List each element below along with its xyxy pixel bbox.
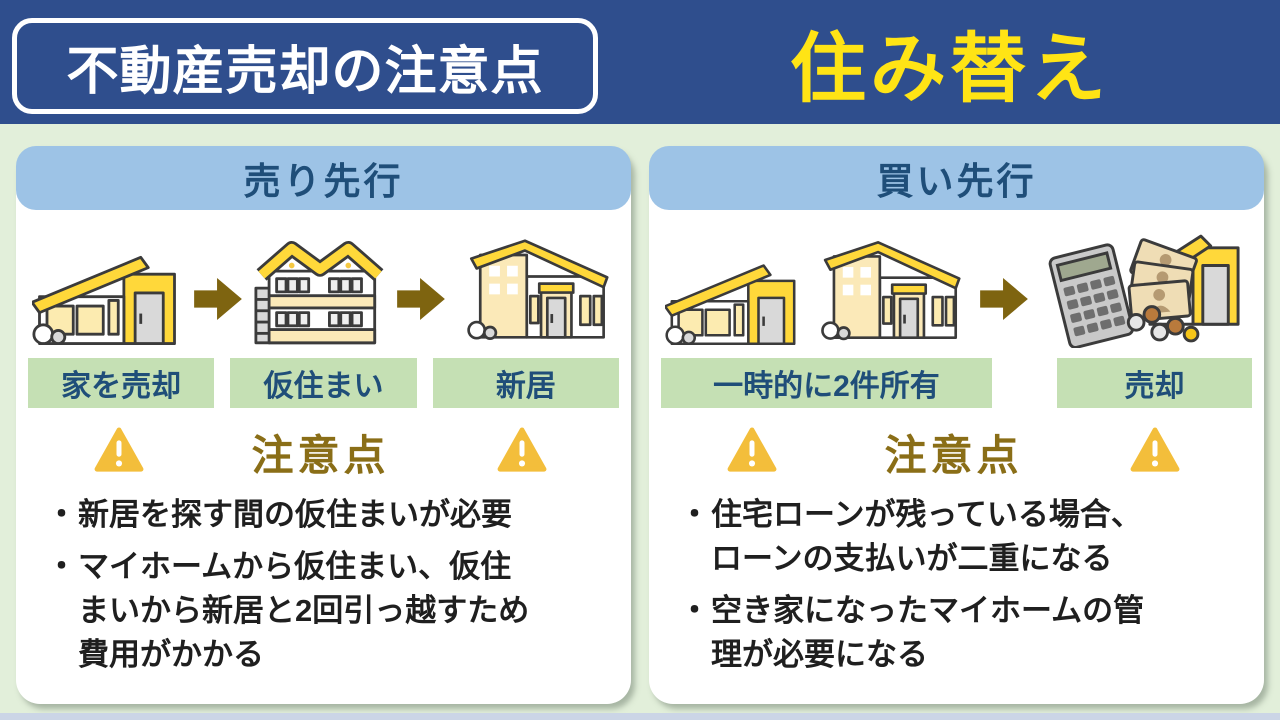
- page-title: 住み替え: [790, 27, 1110, 112]
- step-label-sell-house: 家を売却: [28, 358, 215, 408]
- caution-item: ・ 新居を探す間の仮住まいが必要: [46, 497, 512, 532]
- temporary-housing-icon: [253, 232, 386, 348]
- subtitle-text: 不動産売却の注意点: [66, 42, 544, 101]
- arrow-right-icon: [397, 278, 446, 320]
- sell-first-flow: [16, 210, 631, 348]
- calculator-money-sale-icon: [1046, 230, 1242, 348]
- caution-title: 注意点: [884, 432, 1023, 479]
- step-label-sell: 売却: [1056, 358, 1252, 408]
- warning-triangle-icon: [727, 427, 777, 478]
- sell-first-step-labels: 家を売却 仮住まい 新居: [16, 348, 631, 408]
- subtitle-box: 不動産売却の注意点: [12, 18, 598, 114]
- caution-item: ・ 住宅ローンが残っている場合、ローンの支払いが二重になる: [679, 497, 1142, 577]
- header-bar: 不動産売却の注意点 住み替え: [0, 0, 1280, 124]
- caution-title: 注意点: [251, 432, 390, 479]
- buy-first-caution-heading: 注意点: [649, 408, 1264, 483]
- step-label-temporary-housing: 仮住まい: [230, 358, 417, 408]
- warning-triangle-icon: [1130, 427, 1180, 478]
- panel-buy-first-title: 買い先行: [649, 146, 1264, 210]
- buy-first-flow: [649, 210, 1264, 348]
- step-label-new-home: 新居: [432, 358, 619, 408]
- bottom-strip: [0, 713, 1280, 720]
- new-home-icon: [457, 230, 609, 348]
- sell-first-caution-heading: 注意点: [16, 408, 631, 483]
- panels-container: 売り先行: [16, 146, 1264, 704]
- warning-triangle-icon: [497, 427, 547, 478]
- warning-triangle-icon: [94, 427, 144, 478]
- step-label-own-two: 一時的に2件所有: [661, 358, 992, 408]
- sell-first-caution-list: ・ 新居を探す間の仮住まいが必要 ・ マイホームから仮住まい、仮住まいから新居と…: [16, 493, 631, 677]
- caution-item: ・ 空き家になったマイホームの管理が必要になる: [679, 593, 1145, 673]
- buy-first-caution-list: ・ 住宅ローンが残っている場合、ローンの支払いが二重になる ・ 空き家になったマ…: [649, 493, 1264, 677]
- house-to-sell-icon: [32, 236, 182, 348]
- panel-buy-first: 買い先行: [649, 146, 1264, 704]
- two-houses-owned-icon: [665, 232, 961, 348]
- panel-sell-first-title: 売り先行: [16, 146, 631, 210]
- arrow-right-icon: [979, 278, 1028, 320]
- buy-first-step-labels: 一時的に2件所有 売却: [649, 348, 1264, 408]
- panel-sell-first: 売り先行: [16, 146, 631, 704]
- arrow-right-icon: [193, 278, 242, 320]
- caution-item: ・ マイホームから仮住まい、仮住まいから新居と2回引っ越すため費用がかかる: [46, 549, 530, 673]
